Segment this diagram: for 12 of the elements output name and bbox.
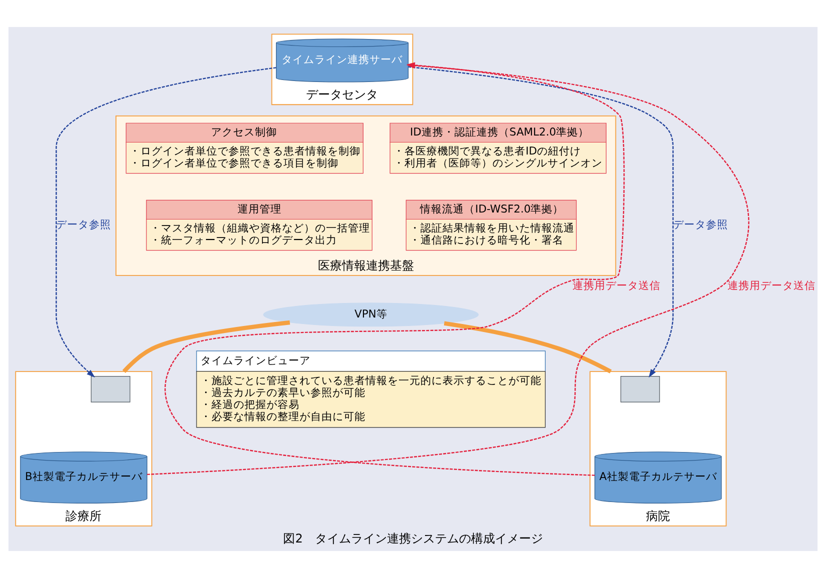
connector <box>122 320 290 373</box>
arrow <box>408 66 674 378</box>
connector <box>444 321 612 374</box>
edge-label: 連携用データ送信 <box>572 278 660 292</box>
node-box <box>620 376 660 402</box>
caption: 図2 タイムライン連携システムの構成イメージ <box>283 532 543 546</box>
edge-label: データ参照 <box>56 218 112 231</box>
node-ellipse: VPN等 <box>263 302 479 327</box>
edge-label: 連携用データ送信 <box>728 278 816 292</box>
arrow <box>56 67 276 378</box>
node-box <box>90 376 130 402</box>
edge-label: データ参照 <box>672 218 728 231</box>
